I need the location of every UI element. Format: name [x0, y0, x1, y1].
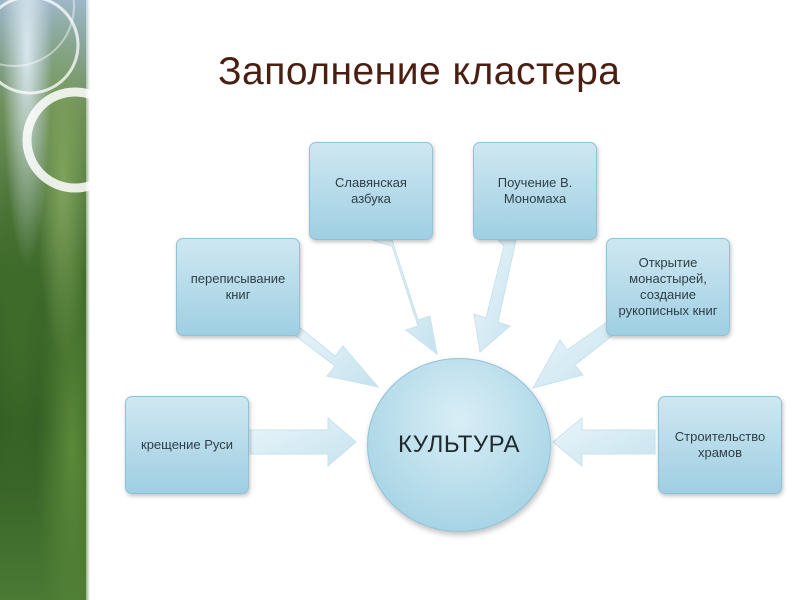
node-kreshchenie-rusi: крещение Руси — [125, 396, 249, 494]
node-pouchenie-monomakha: Поучение В. Мономаха — [473, 142, 597, 240]
arrow-upper-left — [288, 318, 378, 387]
node-slavyanskaya-azbuka: Славянская азбука — [309, 142, 433, 240]
arrow-top-right — [474, 240, 516, 352]
node-stroitelstvo-khramov: Строительство храмов — [658, 396, 782, 494]
arrow-left — [250, 418, 356, 466]
node-perepisyvanie-knig: переписывание книг — [176, 238, 300, 336]
node-otkrytie-monastyrey: Открытие монастырей, создание рукописных… — [606, 238, 730, 336]
arrow-upper-right — [533, 320, 617, 388]
arrow-right — [553, 418, 655, 466]
hub-kultura: КУЛЬТУРА — [367, 358, 551, 532]
arrow-top-left — [372, 240, 437, 354]
